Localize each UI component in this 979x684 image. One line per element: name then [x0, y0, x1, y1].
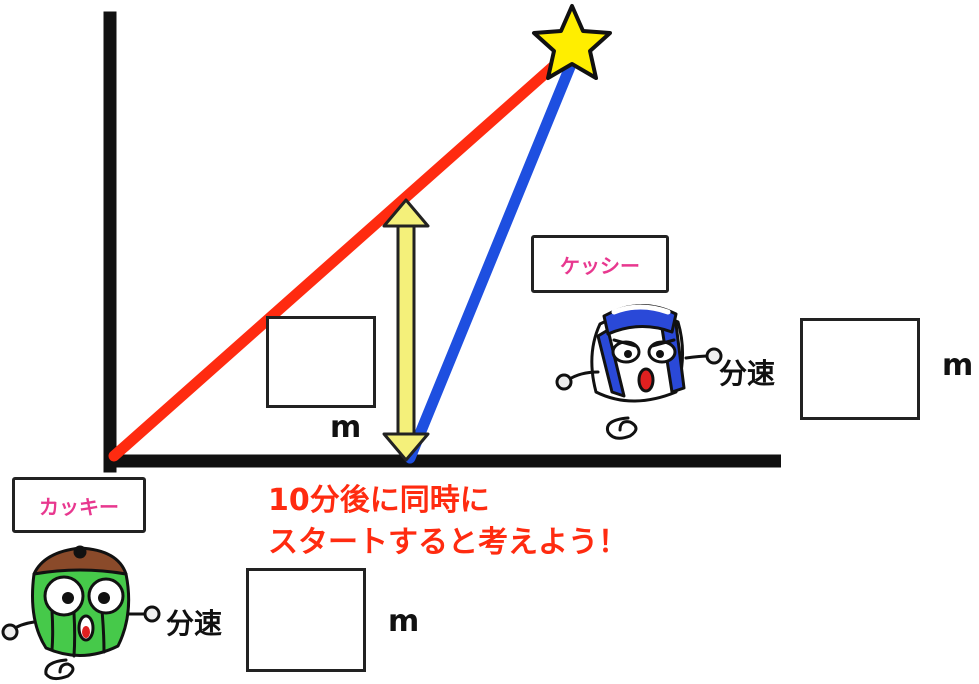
kakki-character-icon [1, 545, 161, 681]
kesshi-speed-unit: m [942, 348, 974, 383]
hint-note-line2: スタートすると考えよう！ [268, 525, 628, 560]
gap-unit: m [330, 410, 362, 445]
gap-arrow [382, 198, 430, 462]
kesshi-name: ケッシー [560, 253, 640, 278]
kesshi-line [404, 56, 578, 464]
kakki-name: カッキー [39, 494, 119, 519]
kesshi-character-icon [555, 304, 723, 440]
kakki-line [108, 50, 571, 462]
kesshi-name-box: ケッシー [531, 235, 669, 293]
hint-note-line1: 10分後に同時に [268, 483, 490, 518]
kakki-speed-unit: m [388, 604, 420, 639]
gap-answer-box[interactable] [266, 316, 376, 408]
star-icon [532, 4, 612, 80]
kakki-speed-answer-box[interactable] [246, 568, 366, 672]
hint-note: 10分後に同時に スタートすると考えよう！ [268, 480, 628, 564]
kakki-speed-label: 分速 [166, 607, 223, 640]
kakki-name-box: カッキー [12, 477, 146, 533]
kesshi-speed-answer-box[interactable] [800, 318, 920, 420]
kesshi-speed-label: 分速 [719, 357, 776, 390]
